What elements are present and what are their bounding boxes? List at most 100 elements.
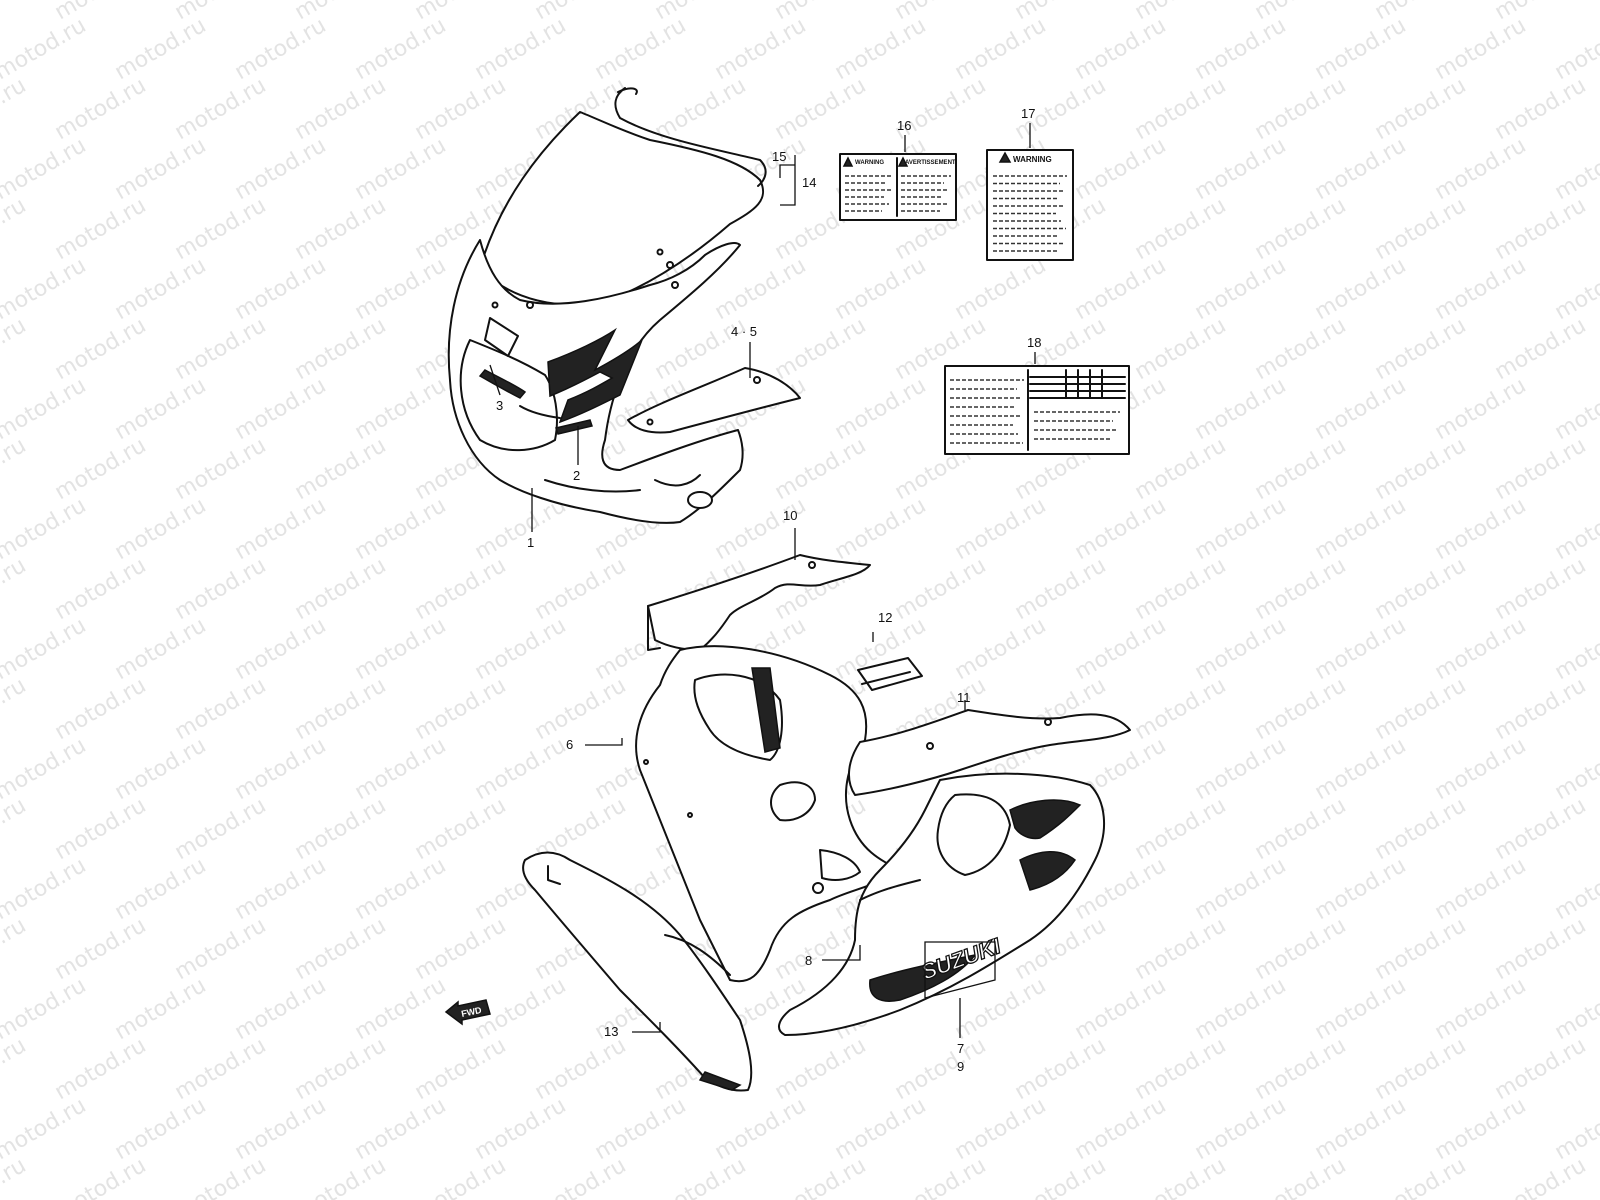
callout-16[interactable]: 16 bbox=[897, 118, 911, 133]
watermark-text: motod.ru bbox=[171, 1153, 271, 1200]
watermark-text: motod.ru bbox=[171, 313, 271, 385]
callout-2[interactable]: 2 bbox=[573, 468, 580, 483]
watermark-text: motod.ru bbox=[0, 133, 90, 205]
watermark-text: motod.ru bbox=[1371, 1033, 1471, 1105]
watermark-text: motod.ru bbox=[0, 433, 30, 505]
watermark-text: motod.ru bbox=[1071, 1093, 1171, 1165]
windscreen[interactable] bbox=[479, 111, 765, 306]
watermark-text: motod.ru bbox=[1071, 613, 1171, 685]
watermark-text: motod.ru bbox=[231, 733, 331, 805]
rear-bracket[interactable] bbox=[848, 709, 1131, 796]
watermark-text: motod.ru bbox=[1191, 1093, 1291, 1165]
watermark-text: motod.ru bbox=[951, 13, 1051, 85]
watermark-text: motod.ru bbox=[771, 313, 871, 385]
windscreen-trim[interactable] bbox=[614, 87, 767, 187]
watermark-text: motod.ru bbox=[1371, 553, 1471, 625]
watermark-text: motod.ru bbox=[111, 973, 211, 1045]
information-label[interactable] bbox=[944, 365, 1130, 455]
watermark-text: motod.ru bbox=[531, 1033, 631, 1105]
watermark-text: motod.ru bbox=[1251, 913, 1351, 985]
watermark-text: motod.ru bbox=[471, 1093, 571, 1165]
callout-9[interactable]: 9 bbox=[957, 1059, 964, 1074]
watermark-text: motod.ru bbox=[0, 913, 30, 985]
watermark-text: motod.ru bbox=[0, 13, 90, 85]
watermark-text: motod.ru bbox=[171, 793, 271, 865]
watermark-text: motod.ru bbox=[651, 1153, 751, 1200]
watermark-text: motod.ru bbox=[831, 373, 931, 445]
watermark-text: motod.ru bbox=[1251, 793, 1351, 865]
callout-8[interactable]: 8 bbox=[805, 953, 812, 968]
watermark-text: motod.ru bbox=[531, 1153, 631, 1200]
callout-10[interactable]: 10 bbox=[783, 508, 797, 523]
watermark-text: motod.ru bbox=[771, 433, 871, 505]
warning-text-lines bbox=[993, 175, 1067, 252]
watermark-text: motod.ru bbox=[1371, 433, 1471, 505]
watermark-text: motod.ru bbox=[231, 13, 331, 85]
callout-4-5[interactable]: 4 · 5 bbox=[731, 324, 757, 339]
side-fairing-panel[interactable] bbox=[635, 645, 901, 983]
inner-panel-strip[interactable] bbox=[627, 367, 801, 434]
watermark-text: motod.ru bbox=[1131, 193, 1231, 265]
watermark-text: motod.ru bbox=[1071, 253, 1171, 325]
watermark-text: motod.ru bbox=[591, 1093, 691, 1165]
watermark-text: motod.ru bbox=[411, 673, 511, 745]
watermark-text: motod.ru bbox=[291, 433, 391, 505]
callout-1[interactable]: 1 bbox=[527, 535, 534, 550]
watermark-text: motod.ru bbox=[51, 1033, 151, 1105]
callout-17[interactable]: 17 bbox=[1021, 106, 1035, 121]
chin-panel[interactable] bbox=[522, 851, 753, 1092]
watermark-text: motod.ru bbox=[1011, 1153, 1111, 1200]
callout-11[interactable]: 11 bbox=[957, 690, 971, 705]
watermark-text: motod.ru bbox=[51, 913, 151, 985]
under-cowl[interactable] bbox=[778, 772, 1106, 1036]
watermark-text: motod.ru bbox=[1491, 1153, 1591, 1200]
watermark-text: motod.ru bbox=[711, 13, 811, 85]
warning-label-bilingual[interactable]: WARNING AVERTISSEMENT bbox=[839, 153, 957, 221]
callout-7[interactable]: 7 bbox=[957, 1041, 964, 1056]
watermark-text: motod.ru bbox=[1491, 193, 1591, 265]
callout-13[interactable]: 13 bbox=[604, 1024, 618, 1039]
watermark-text: motod.ru bbox=[0, 733, 90, 805]
watermark-text: motod.ru bbox=[0, 313, 30, 385]
watermark-text: motod.ru bbox=[351, 13, 451, 85]
watermark-text: motod.ru bbox=[1371, 73, 1471, 145]
watermark-text: motod.ru bbox=[1491, 673, 1591, 745]
watermark-text: motod.ru bbox=[411, 913, 511, 985]
fwd-label: FWD bbox=[460, 1005, 483, 1019]
watermark-text: motod.ru bbox=[51, 793, 151, 865]
callout-18[interactable]: 18 bbox=[1027, 335, 1041, 350]
watermark-text: motod.ru bbox=[1491, 553, 1591, 625]
watermark-text: motod.ru bbox=[111, 613, 211, 685]
watermark-text: motod.ru bbox=[1191, 733, 1291, 805]
watermark-text: motod.ru bbox=[1251, 193, 1351, 265]
watermark-text: motod.ru bbox=[1191, 13, 1291, 85]
callout-6[interactable]: 6 bbox=[566, 737, 573, 752]
warning-label[interactable]: WARNING bbox=[986, 149, 1074, 261]
watermark-text: motod.ru bbox=[231, 253, 331, 325]
watermark-text: motod.ru bbox=[1191, 853, 1291, 925]
upper-cowl[interactable] bbox=[447, 239, 744, 524]
cowl-stripe[interactable] bbox=[547, 327, 643, 424]
watermark-text: motod.ru bbox=[711, 1093, 811, 1165]
callout-12[interactable]: 12 bbox=[878, 610, 892, 625]
watermark-text: motod.ru bbox=[0, 613, 90, 685]
watermark-text: motod.ru bbox=[891, 1033, 991, 1105]
watermark-text: motod.ru bbox=[231, 133, 331, 205]
watermark-text: motod.ru bbox=[831, 493, 931, 565]
watermark-text: motod.ru bbox=[1071, 973, 1171, 1045]
callout-3[interactable]: 3 bbox=[496, 398, 503, 413]
watermark-text: motod.ru bbox=[1431, 1093, 1531, 1165]
watermark-text: motod.ru bbox=[171, 553, 271, 625]
callout-15[interactable]: 15 bbox=[772, 149, 786, 164]
watermark-text: motod.ru bbox=[0, 853, 90, 925]
watermark-text: motod.ru bbox=[0, 373, 90, 445]
watermark-text: motod.ru bbox=[411, 1153, 511, 1200]
watermark-text: motod.ru bbox=[1431, 853, 1531, 925]
watermark-text: motod.ru bbox=[1371, 313, 1471, 385]
warning-en-label: WARNING bbox=[855, 160, 884, 166]
watermark-text: motod.ru bbox=[951, 1093, 1051, 1165]
watermark-text: motod.ru bbox=[1431, 613, 1531, 685]
watermark-text: motod.ru bbox=[0, 793, 30, 865]
watermark-text: motod.ru bbox=[171, 913, 271, 985]
callout-14[interactable]: 14 bbox=[802, 175, 816, 190]
